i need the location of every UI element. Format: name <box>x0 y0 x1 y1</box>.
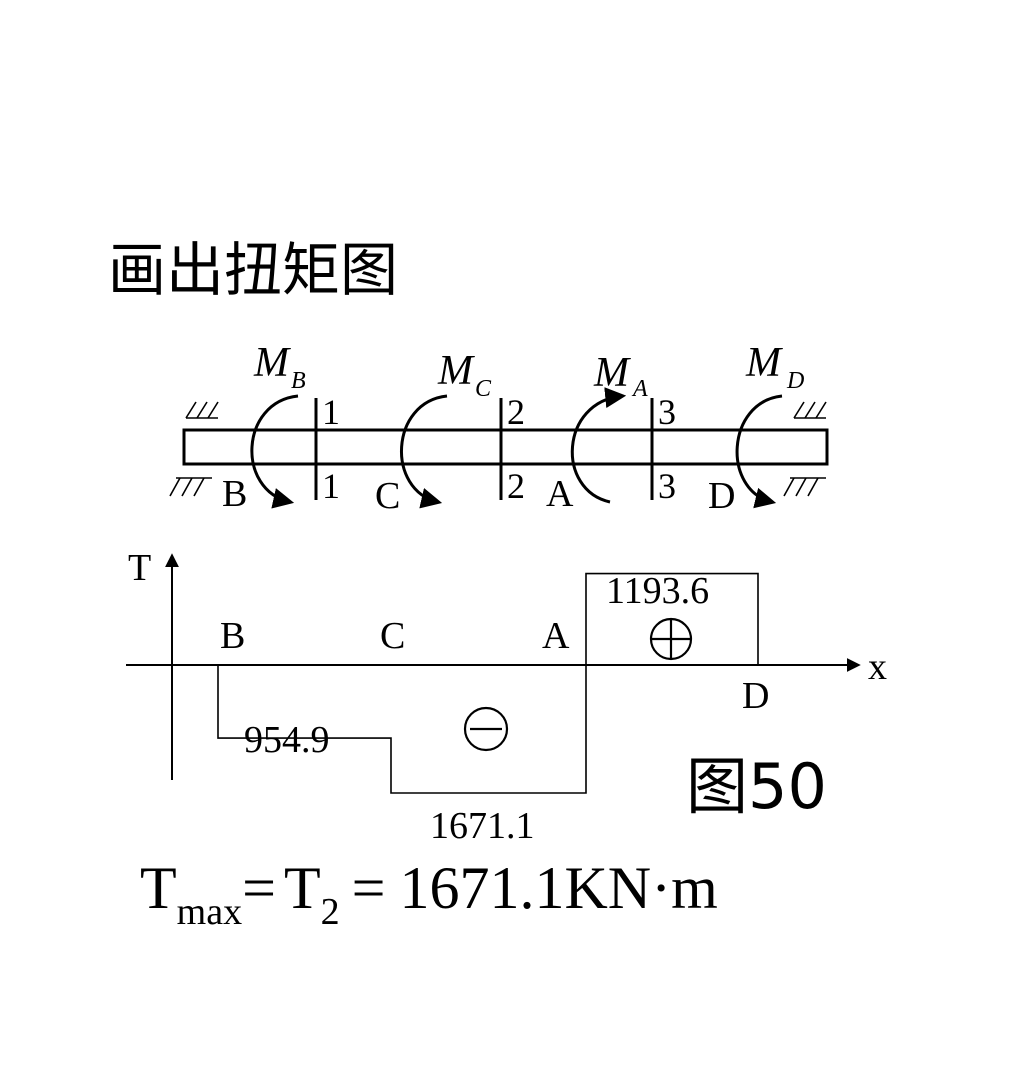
section-label-1-top: 1 <box>322 392 340 432</box>
section-label-3-top: 3 <box>658 392 676 432</box>
diagram-point-d: D <box>742 675 769 717</box>
moment-arrow-a <box>570 387 627 504</box>
right-support-hatch <box>783 401 827 497</box>
torque-diagram: T x B C A D 954.9 1671.1 1193.6 图50 <box>126 547 887 847</box>
moment-label-c: MC <box>437 348 492 402</box>
shaft-point-c: C <box>375 475 400 517</box>
shaft-body <box>182 428 829 466</box>
shaft-point-d: D <box>708 475 735 517</box>
moment-arrow-b <box>250 394 299 509</box>
diagram-point-c: C <box>380 615 405 657</box>
section-label-3-bottom: 3 <box>658 466 676 506</box>
plus-sign-icon <box>649 617 693 661</box>
minus-sign-icon <box>463 706 509 752</box>
torque-outline <box>217 572 759 794</box>
section-label-1-bottom: 1 <box>322 466 340 506</box>
value-label-bc: 954.9 <box>244 719 330 761</box>
moment-arrow-d <box>735 394 783 509</box>
diagram-point-b: B <box>220 615 245 657</box>
x-axis-label: x <box>868 646 887 688</box>
section-label-2-top: 2 <box>507 392 525 432</box>
moment-label-b: MB <box>253 340 306 394</box>
left-support-hatch <box>169 401 219 497</box>
shaft-point-b: B <box>222 473 247 515</box>
diagram-point-a: A <box>542 615 570 657</box>
value-label-ca: 1671.1 <box>430 805 535 847</box>
result-formula: Tmax=T2=1671.1KN·m <box>140 855 718 933</box>
page-title: 画出扭矩图 <box>108 236 398 304</box>
section-label-2-bottom: 2 <box>507 466 525 506</box>
t-axis-label: T <box>128 547 151 589</box>
value-label-ad: 1193.6 <box>606 570 709 612</box>
figure-label: 图50 <box>686 750 827 823</box>
moment-arrow-c <box>399 394 448 509</box>
shaft-point-a: A <box>546 473 574 515</box>
